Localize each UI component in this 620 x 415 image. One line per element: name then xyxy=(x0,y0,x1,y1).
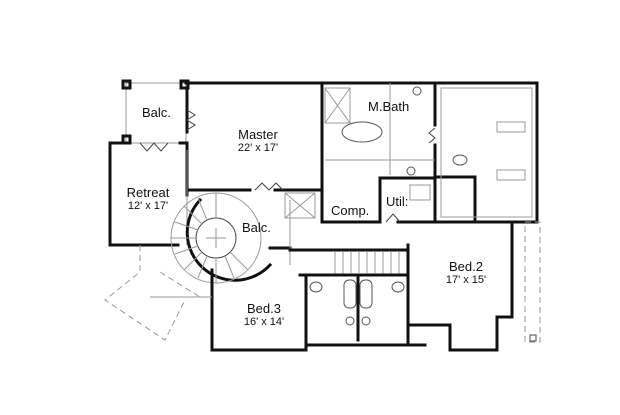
room-label-retreat: Retreat xyxy=(126,185,170,200)
hall-balcony xyxy=(268,188,324,265)
master-bath xyxy=(320,81,437,177)
room-label-master: Master xyxy=(238,127,278,142)
straight-stair xyxy=(288,248,410,277)
room-label-balcony-top: Balc. xyxy=(142,105,171,120)
spiral-staircase xyxy=(170,192,273,284)
room-label-bed3: Bed.3 xyxy=(247,301,281,316)
room-label-util: Util: xyxy=(386,194,409,209)
room-dims-bed3: 16' x 14' xyxy=(243,316,285,329)
room-master: Master 22' x 17' xyxy=(228,127,288,155)
room-dims-retreat: 12' x 17' xyxy=(127,200,169,213)
room-label-hall-balcony: Balc. xyxy=(242,220,271,235)
room-dims-bed2: 17' x 15' xyxy=(445,274,487,287)
bed3-walls xyxy=(150,268,308,352)
angled-deck xyxy=(104,245,201,341)
bed2-walls xyxy=(406,220,541,352)
walk-in-closet xyxy=(433,81,539,224)
room-label-bed2: Bed.2 xyxy=(449,259,483,274)
room-label-comp: Comp. xyxy=(331,203,370,218)
room-label-master-bath: M.Bath xyxy=(368,99,410,114)
room-retreat: Retreat 12' x 17' xyxy=(118,185,178,213)
room-bed3: Bed.3 16' x 14' xyxy=(234,301,294,329)
room-bed2: Bed.2 17' x 15' xyxy=(436,259,496,287)
room-dims-master: 22' x 17' xyxy=(237,142,279,155)
retreat-walls xyxy=(108,141,189,247)
